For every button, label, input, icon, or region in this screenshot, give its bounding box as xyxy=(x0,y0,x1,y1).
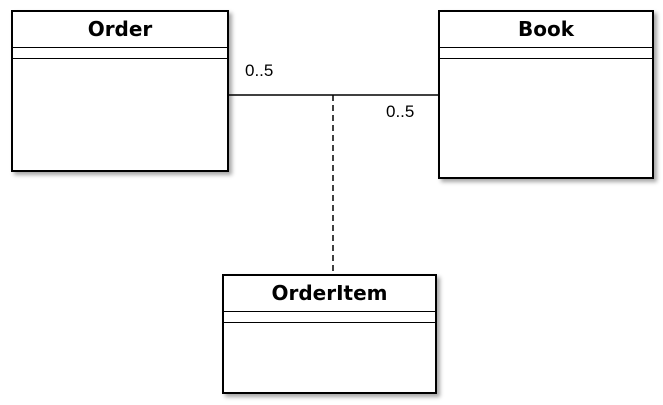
multiplicity-book-end: 0..5 xyxy=(386,102,415,121)
class-order[interactable]: Order xyxy=(11,10,229,172)
class-book-name: Book xyxy=(440,12,652,48)
class-orderitem[interactable]: OrderItem xyxy=(222,274,437,394)
class-orderitem-name: OrderItem xyxy=(224,276,435,312)
multiplicity-order-end: 0..5 xyxy=(245,61,274,80)
class-order-attributes-compartment xyxy=(13,48,227,59)
class-book-attributes-compartment xyxy=(440,48,652,59)
class-orderitem-attributes-compartment xyxy=(224,312,435,323)
class-order-name: Order xyxy=(13,12,227,48)
class-book[interactable]: Book xyxy=(438,10,654,179)
